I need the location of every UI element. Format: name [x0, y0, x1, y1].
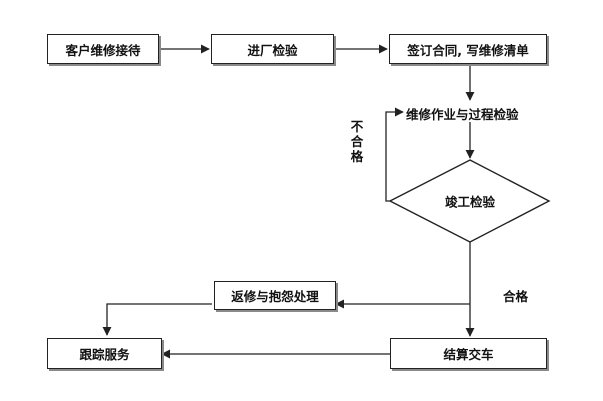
node-inspection: 进厂检验 — [211, 34, 334, 64]
node-contract: 签订合同, 写维修清单 — [389, 34, 547, 64]
node-reception: 客户维修接待 — [47, 34, 159, 64]
fail-label: 不合格 — [350, 119, 364, 164]
node-follow-up: 跟踪服务 — [47, 338, 162, 369]
node-complaint-handling: 返修与抱怨处理 — [214, 281, 336, 310]
node-final-inspection-label: 竣工检验 — [444, 194, 496, 210]
node-repair: 维修作业与过程检验 — [406, 107, 519, 122]
arrow-complaint-to-follow-up — [102, 303, 212, 336]
arrow-fail-loop — [385, 107, 404, 202]
pass-label: 合格 — [503, 289, 529, 304]
node-settlement: 结算交车 — [390, 338, 547, 369]
